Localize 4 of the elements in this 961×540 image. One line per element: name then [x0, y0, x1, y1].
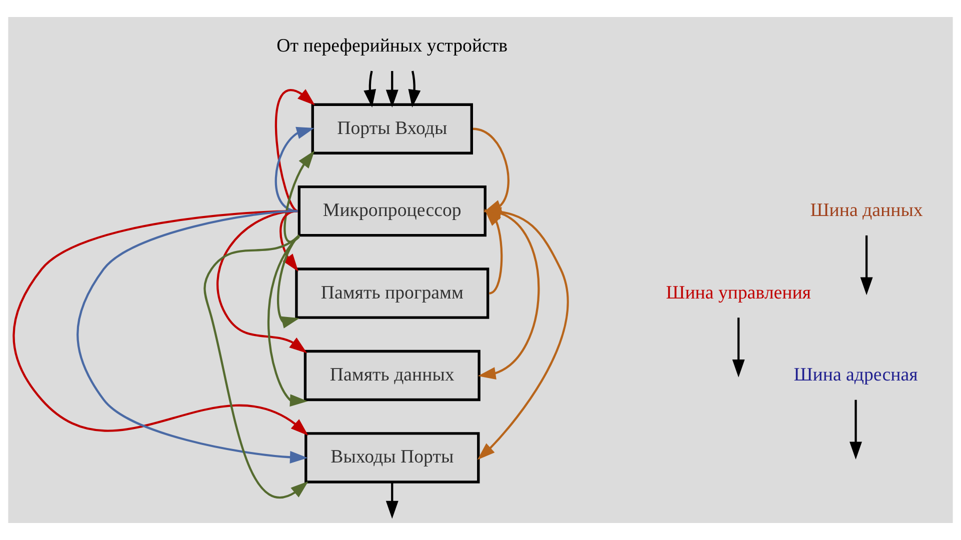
node-text: Шина данных	[810, 200, 923, 222]
node-text: От переферийных устройств	[276, 36, 508, 57]
node-text: Шина управления	[666, 282, 811, 304]
node-text: Шина адресная	[794, 364, 918, 386]
